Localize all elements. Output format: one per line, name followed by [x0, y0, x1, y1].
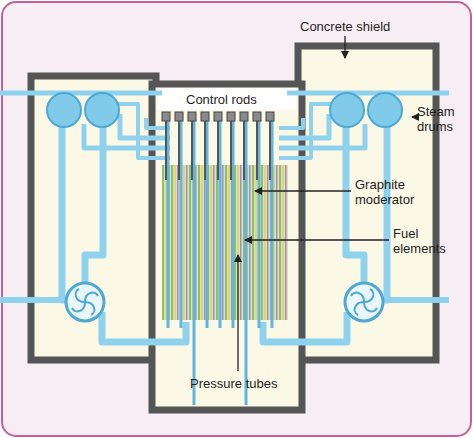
control-rod — [217, 121, 219, 180]
pressure-tube — [180, 120, 183, 328]
part-label: Control rods — [186, 92, 266, 107]
control-rod — [227, 112, 235, 121]
control-rod — [256, 121, 258, 180]
part-label: Concrete shield — [300, 19, 410, 34]
pressure-tube — [271, 120, 274, 328]
control-rod — [230, 121, 232, 180]
pressure-tube — [193, 120, 196, 405]
pressure-tube — [219, 120, 222, 328]
control-rod — [162, 112, 170, 121]
pressure-tube — [258, 120, 261, 328]
control-rod — [253, 112, 261, 121]
pressure-tube — [232, 120, 235, 328]
control-rod — [201, 112, 209, 121]
control-rod — [165, 121, 167, 180]
control-rod — [266, 112, 274, 121]
pressure-tube — [206, 120, 209, 328]
control-rod — [269, 121, 271, 180]
control-rod — [188, 112, 196, 121]
control-rod — [243, 121, 245, 180]
part-label: Pressure tubes — [190, 376, 300, 391]
control-rod — [178, 121, 180, 180]
pressure-tube — [245, 120, 248, 405]
control-rod — [240, 112, 248, 121]
part-label: Graphite moderator — [355, 177, 439, 207]
control-rod — [191, 121, 193, 180]
control-rod — [214, 112, 222, 121]
control-rod — [204, 121, 206, 180]
pressure-tube — [167, 120, 170, 328]
part-label: Steam drums — [417, 104, 469, 134]
part-label: Fuel elements — [393, 226, 455, 256]
control-rod — [175, 112, 183, 121]
